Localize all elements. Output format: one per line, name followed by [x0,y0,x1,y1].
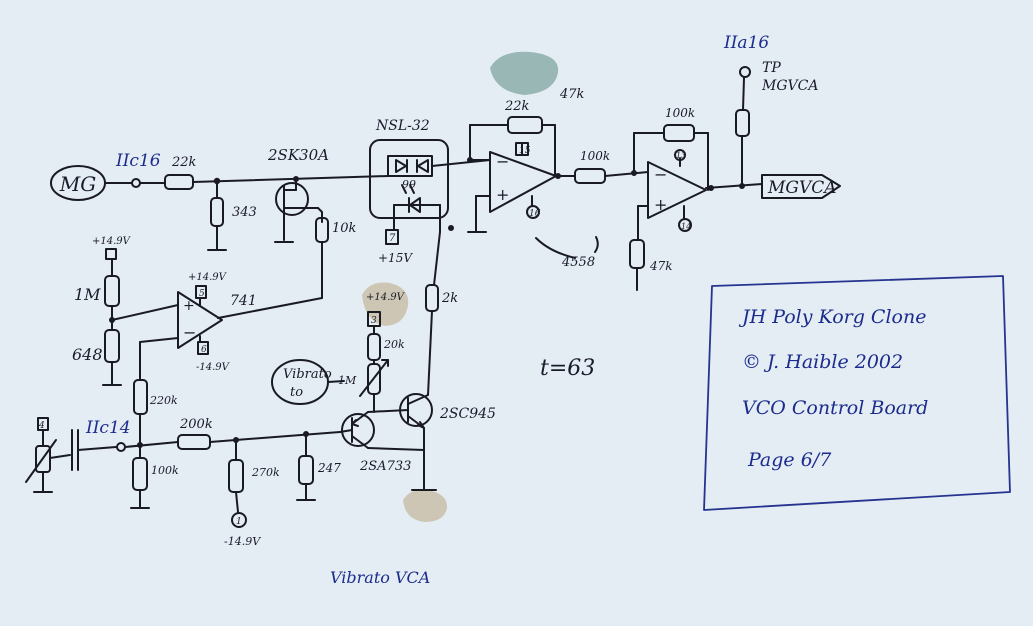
transistor-2sa733 [339,411,375,449]
svg-text:+: + [183,298,195,314]
title-block: JH Poly Korg Clone © J. Haible 2002 VCO … [703,275,1011,511]
title-line2: © J. Haible 2002 [742,351,903,373]
fet-2sk30a [274,178,319,243]
r22k-fb-label: 22k [504,99,530,114]
r47k-top-label: 47k [559,87,585,102]
ref-t-label: t=63 [540,356,595,381]
svg-text:MGVCA: MGVCA [767,178,837,198]
green-smudge [490,51,559,95]
resistor-100k-mid [574,168,606,184]
r648-label: 648 [72,345,103,364]
mgvca-output-arrow: MGVCA [761,174,841,199]
resistor-1m [104,275,120,307]
caption-vibrato-vca: Vibrato VCA [330,568,430,587]
ic4558-label: 4558 [561,255,595,270]
resistor-220k [133,379,148,415]
svg-text:+: + [654,195,667,214]
resistor-200k [177,434,211,450]
resistor-343 [210,197,224,227]
tan-smudge-bottom [403,489,448,522]
iic16-label: IIc16 [115,151,161,171]
pin1-label: 1 [236,517,242,527]
tp-label: TP [762,60,781,76]
r2k-label: 2k [441,291,458,306]
pin6-label: 6 [201,345,207,355]
v-minus-741-label: -14.9V [196,362,231,373]
pin7-tag: 7 [389,233,396,244]
title-line4: Page 6/7 [747,449,832,471]
svg-text:−: − [183,323,196,342]
r343-label: 343 [232,205,257,220]
r270k-label: 270k [251,466,280,479]
r100k-gnd-label: 100k [151,464,179,477]
fet-label: 2SK30A [267,146,329,164]
pin3-label: 3 [371,316,377,326]
r20k-label: 20k [383,338,405,351]
opamp-4558-a: − + [467,116,557,233]
nsl-label: NSL-32 [375,118,430,134]
v-trim-label: +14.9V [366,292,406,303]
transistor-2sc945 [367,393,433,429]
opto-pin-label: 99 [402,178,416,191]
r47k-gnd-label: 47k [649,259,673,273]
mg-label: MG [59,172,96,196]
pin5-label: 5 [199,289,205,299]
svg-text:to: to [290,385,303,400]
input-potentiometer [25,417,126,493]
mg-input: MG [50,165,141,201]
svg-text:−: − [496,152,509,171]
resistor-20k [367,333,381,361]
pin15-label: 15 [519,146,531,156]
r200k-label: 200k [179,417,213,432]
q2sc945-label: 2SC945 [439,406,496,422]
r22k-in-label: 22k [171,155,197,170]
iia16-label: IIa16 [723,33,769,53]
mgvca-tp-label: MGVCA [761,78,818,94]
svg-text:+: + [496,185,509,204]
v-top-label: +14.9V [92,236,132,247]
resistor-247 [298,455,314,485]
title-line1: JH Poly Korg Clone [738,306,926,328]
resistor-270k [228,459,244,493]
q2sa733-label: 2SA733 [359,459,411,474]
resistor-648 [104,329,120,363]
opamp-741: + − [111,285,223,381]
r100k-mid-label: 100k [580,149,610,163]
iic14-label: IIc14 [85,418,131,438]
resistor-2k [425,284,439,312]
pin14-label: 14 [681,222,691,231]
pin13-label: 13 [676,151,686,160]
r100k-fb-label: 100k [665,106,695,120]
svg-text:Vibrato: Vibrato [283,367,332,382]
v-plus-741-label: +14.9V [188,272,228,283]
r247-label: 247 [317,461,341,475]
r220k-label: 220k [149,394,178,407]
resistor-22k-input [164,174,194,190]
title-line3: VCO Control Board [742,397,928,419]
vibrato-to-tag: Vibrato to [271,359,345,405]
pin4-label: 4 [38,421,45,431]
resistor-100k-gnd [132,457,148,491]
opamp-4558-b: − + [629,124,709,291]
tan-smudge [362,282,409,326]
pin16-label: 16 [529,209,541,219]
ic741-label: 741 [230,293,257,309]
svg-text:−: − [654,165,667,184]
v-minus-bot-label: -14.9V [224,535,261,548]
r10k-label: 10k [332,221,357,236]
r1m-label: 1M [74,285,101,304]
p15v-label: +15V [378,251,413,265]
r1m-trim-label: 1M [338,374,357,387]
